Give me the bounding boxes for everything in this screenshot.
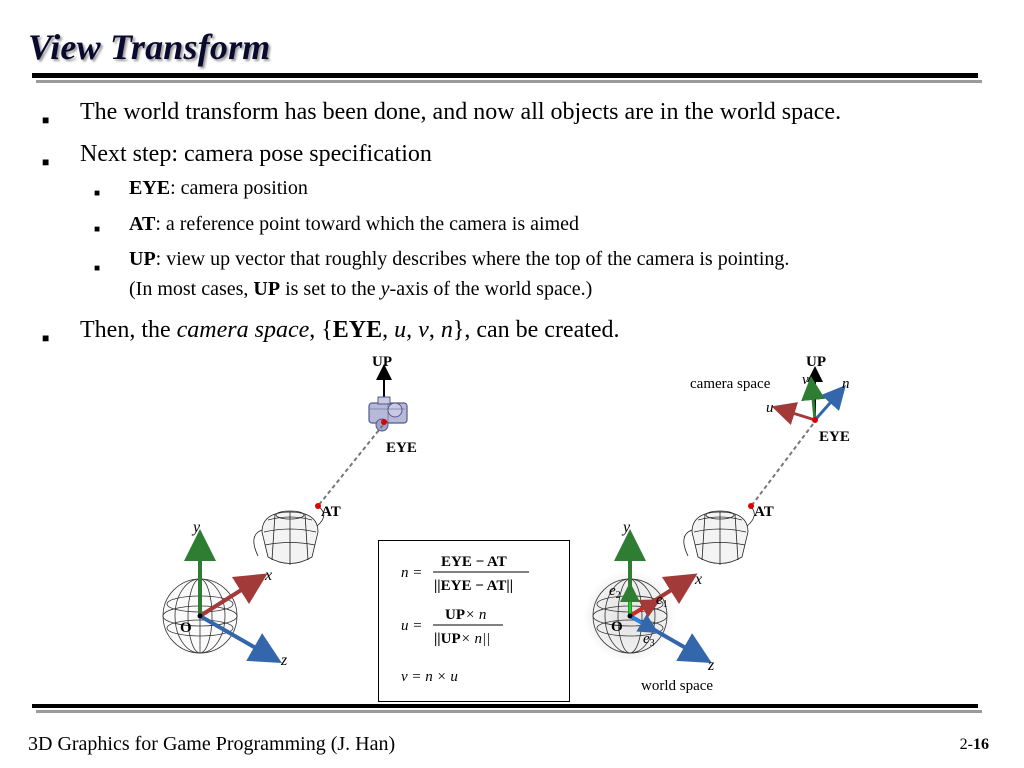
origin-label: O [611, 619, 623, 635]
at-point-right [748, 503, 754, 509]
u-formula-denominator: ||UP× n|| [434, 631, 490, 647]
y-label: y [621, 519, 631, 536]
right-scene: camera space UP v n u EYE AT [584, 354, 850, 694]
x-label: x [264, 567, 272, 584]
origin-label: O [180, 620, 192, 636]
term-eye: EYE [332, 317, 383, 343]
slide-title: View Transform [28, 27, 271, 67]
sub-bullet-text: -axis of the world space.) [389, 278, 593, 300]
e3-label: e3 [643, 631, 655, 649]
bullet-world-transform: ■ The world transform has been done, and… [40, 98, 1000, 127]
eye-to-at-line [751, 423, 814, 506]
u-formula-numerator: UP× n [445, 607, 486, 623]
at-point-left [315, 503, 321, 509]
up-label: UP [372, 354, 392, 370]
e1-label: e1 [656, 592, 668, 610]
at-label: AT [321, 504, 341, 520]
bullet-text: , [406, 317, 419, 343]
n-axis [813, 385, 846, 421]
n-formula-numerator: EYE − AT [441, 554, 507, 570]
term-up: UP [129, 248, 156, 270]
bullet-text: , [382, 317, 395, 343]
teapot-icon [253, 505, 325, 565]
n-formula-denominator: ||EYE − AT|| [434, 578, 513, 594]
sub-bullet-text: is set to the [280, 278, 381, 300]
v-label: v [802, 372, 809, 388]
eye-point-right [812, 417, 818, 423]
u-formula-lhs: u = [401, 618, 422, 634]
left-scene: UP EYE AT [162, 354, 417, 669]
term-u: u [394, 317, 407, 343]
term-up: UP [253, 278, 281, 300]
sub-bullet-up: ■ UP: view up vector that roughly descri… [92, 244, 1000, 304]
eye-point-left [381, 419, 387, 425]
bullet-list: ■ The world transform has been done, and… [40, 98, 1000, 358]
world-space-label: world space [641, 678, 713, 694]
bullet-square-icon: ■ [42, 155, 50, 169]
bullet-text: , { [309, 317, 333, 343]
y-axis-term: y [380, 278, 390, 300]
bullet-square-icon: ■ [94, 224, 101, 235]
v-axis [801, 376, 826, 421]
sub-bullet-text: : camera position [170, 177, 308, 199]
sub-bullet-at: ■ AT: a reference point toward which the… [92, 212, 1000, 236]
bullet-next-step: ■ Next step: camera pose specification [40, 140, 1000, 169]
sub-bullet-text: : view up vector that roughly describes … [155, 248, 790, 270]
v-formula: v = n × u [401, 669, 458, 685]
bullet-square-icon: ■ [42, 331, 50, 345]
bullet-text: The world transform has been done, and n… [80, 99, 842, 125]
e2-label: e2 [609, 583, 621, 601]
u-label: u [766, 400, 774, 416]
up-label: UP [806, 354, 826, 370]
term-n: n [440, 317, 453, 343]
title-divider [32, 73, 978, 78]
e3-basis [629, 614, 659, 634]
x-axis-left [198, 573, 268, 618]
term-at: AT [129, 213, 156, 235]
bullet-square-icon: ■ [94, 263, 101, 274]
bullet-square-icon: ■ [42, 113, 50, 127]
bullet-text: Next step: camera pose specification [80, 141, 432, 167]
teapot-icon [683, 505, 755, 565]
bullet-text: Then, the [80, 317, 177, 343]
page-num: 16 [973, 736, 989, 753]
bullet-camera-space: ■ Then, the camera space, {EYE, u, v, n}… [40, 316, 1000, 345]
footer-divider [32, 704, 978, 708]
formula-box: n = EYE − AT ||EYE − AT|| u = UP× n ||UP… [378, 540, 570, 702]
origin-point-right [627, 613, 633, 619]
footer-course-title: 3D Graphics for Game Programming (J. Han… [28, 733, 396, 755]
u-axis [771, 402, 816, 426]
n-formula-lhs: n = [401, 565, 422, 581]
sub-bullet-eye: ■ EYE: camera position [92, 176, 1000, 200]
page-number: 2-16 [960, 736, 989, 754]
z-axis-left [199, 614, 282, 663]
term-v: v [418, 317, 429, 343]
eye-label: EYE [819, 429, 850, 445]
n-label: n [842, 376, 850, 392]
x-label: x [694, 571, 702, 588]
z-label: z [280, 652, 288, 669]
title-divider-shadow [36, 80, 982, 83]
sub-bullet-text: (In most cases, [129, 278, 254, 300]
camera-space-label: camera space [690, 376, 771, 392]
footer-divider-shadow [36, 710, 982, 713]
origin-point-left [197, 613, 203, 619]
bullet-text: }, can be created. [452, 317, 620, 343]
at-label: AT [754, 504, 774, 520]
page-prefix: 2- [959, 736, 973, 753]
eye-label: EYE [386, 440, 417, 456]
e1-basis [629, 599, 661, 618]
camera-space-term: camera space [176, 317, 310, 343]
sub-bullet-text: : a reference point toward which the cam… [155, 213, 580, 235]
term-eye: EYE [129, 177, 171, 199]
bullet-square-icon: ■ [94, 188, 101, 199]
sub-bullet-list: ■ EYE: camera position ■ AT: a reference… [40, 176, 1000, 304]
y-label: y [191, 519, 201, 536]
bullet-text: , [428, 317, 441, 343]
formulas: n = EYE − AT ||EYE − AT|| u = UP× n ||UP… [401, 554, 529, 685]
z-label: z [707, 657, 715, 674]
eye-to-at-line [317, 424, 384, 507]
camera-icon [368, 396, 408, 432]
